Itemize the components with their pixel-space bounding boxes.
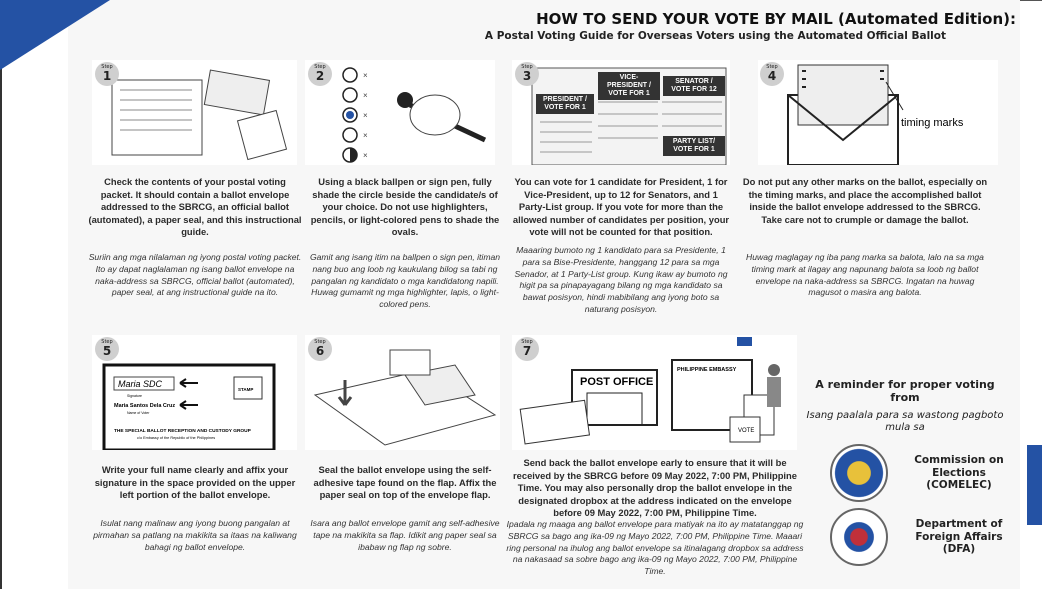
reminder-heading: A reminder for proper voting from bbox=[815, 378, 995, 404]
post-office-sign: POST OFFICE bbox=[580, 376, 653, 388]
step-7-text: Send back the ballot envelope early to e… bbox=[513, 457, 797, 518]
ballot-label-senator: SENATOR / VOTE FOR 12 bbox=[663, 76, 725, 96]
step-2-text: Using a black ballpen or sign pen, fully… bbox=[310, 176, 500, 237]
signature-sample: Maria SDC bbox=[118, 379, 163, 389]
side-tab bbox=[1027, 445, 1042, 525]
step-6-text: Seal the ballot envelope using the self-… bbox=[313, 464, 497, 500]
step-4-translation: Huwag maglagay ng iba pang marka sa balo… bbox=[746, 252, 984, 298]
ballot-label-president: PRESIDENT / VOTE FOR 1 bbox=[536, 94, 594, 114]
step-6-illustration bbox=[305, 335, 500, 450]
stamp-box: STAMP bbox=[238, 387, 253, 392]
step-1-illustration bbox=[92, 60, 297, 165]
step-6-translation: Isara ang ballot envelope gamit ang self… bbox=[310, 518, 500, 552]
org-dfa-name: Department of Foreign Affairs (DFA) bbox=[915, 518, 1003, 556]
svg-text:×: × bbox=[363, 111, 368, 120]
step-4-illustration: timing marks bbox=[758, 60, 998, 166]
step-7-translation: Ipadala ng maaga ang ballot envelope par… bbox=[506, 519, 804, 577]
envelope-addressee: THE SPECIAL BALLOT RECEPTION AND CUSTODY… bbox=[114, 428, 252, 434]
step-3-illustration: PRESIDENT / VOTE FOR 1 VICE-PRESIDENT / … bbox=[512, 60, 730, 166]
vote-box-label: VOTE bbox=[738, 428, 754, 434]
svg-text:×: × bbox=[363, 71, 368, 80]
step-5-text: Write your full name clearly and affix y… bbox=[94, 464, 296, 500]
signature-label: Signature bbox=[127, 394, 142, 398]
corner-decoration bbox=[0, 0, 110, 70]
step-2-translation: Gamit ang isang itim na ballpen o sign p… bbox=[309, 252, 501, 310]
reminder-translation: Isang paalala para sa wastong pagboto mu… bbox=[806, 410, 1004, 433]
svg-text:×: × bbox=[363, 151, 368, 160]
org-dfa: Department of Foreign Affairs (DFA) bbox=[830, 508, 1020, 566]
page-subtitle: A Postal Voting Guide for Overseas Voter… bbox=[484, 30, 946, 42]
svg-text:×: × bbox=[363, 131, 368, 140]
step-3-text: You can vote for 1 candidate for Preside… bbox=[512, 176, 730, 237]
comelec-seal-icon bbox=[830, 444, 888, 502]
envelope-address: c/o Embassy of the Republic of the Phili… bbox=[137, 436, 215, 440]
step-1-text: Check the contents of your postal voting… bbox=[88, 176, 302, 237]
svg-text:×: × bbox=[363, 91, 368, 100]
timing-marks-label: timing marks bbox=[901, 117, 964, 129]
voter-name-sample: Maria Santos Dela Cruz bbox=[114, 403, 175, 409]
step-7-illustration: POST OFFICE PHILIPPINE EMBASSY VOTE bbox=[512, 335, 797, 450]
reminder-block: A reminder for proper voting from Isang … bbox=[800, 378, 1010, 434]
step-2-illustration: × × × × × bbox=[305, 60, 495, 165]
step-3-translation: Maaaring bumoto ng 1 kandidato para sa P… bbox=[514, 245, 728, 314]
org-comelec: Commission on Elections (COMELEC) bbox=[830, 444, 1020, 502]
embassy-sign: PHILIPPINE EMBASSY bbox=[677, 367, 737, 373]
step-1-translation: Suriin ang mga nilalaman ng iyong postal… bbox=[88, 252, 302, 298]
ballot-label-party-list: PARTY LIST/ VOTE FOR 1 bbox=[663, 136, 725, 156]
page-title: HOW TO SEND YOUR VOTE BY MAIL (Automated… bbox=[536, 10, 1016, 28]
dfa-seal-icon bbox=[830, 508, 888, 566]
step-5-translation: Isulat nang malinaw ang iyong buong pang… bbox=[93, 518, 297, 552]
org-comelec-name: Commission on Elections (COMELEC) bbox=[914, 454, 1004, 492]
step-4-text: Do not put any other marks on the ballot… bbox=[742, 176, 988, 225]
name-label: Name of Voter bbox=[127, 411, 150, 415]
ballot-label-vice-president: VICE-PRESIDENT / VOTE FOR 1 bbox=[598, 72, 660, 100]
